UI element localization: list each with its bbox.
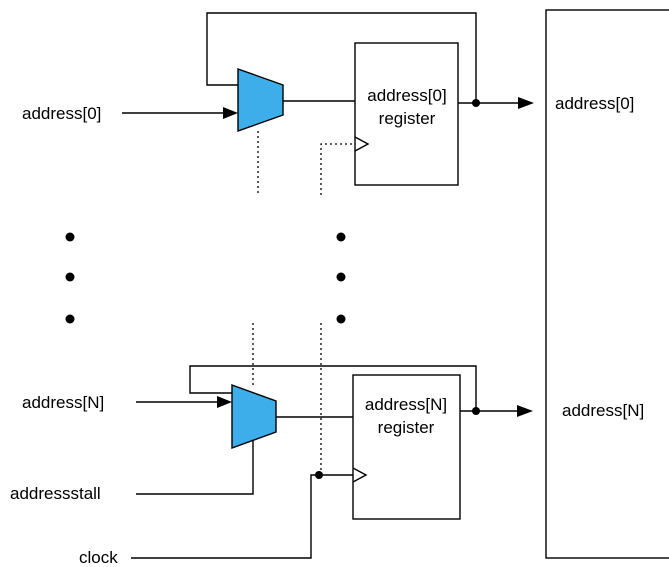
register-0-label-1: address[0] xyxy=(367,86,446,105)
clock-dotted-0 xyxy=(320,143,355,195)
input-label-clock: clock xyxy=(79,548,118,567)
ellipsis-left xyxy=(65,232,75,324)
mux-0 xyxy=(237,68,284,132)
clock-junction-dot xyxy=(315,471,323,479)
feedback-wire-n xyxy=(189,365,477,411)
register-box-0 xyxy=(354,42,459,186)
junction-dot-0 xyxy=(472,99,480,107)
output-arrow-0 xyxy=(518,97,534,109)
clock-wire xyxy=(131,474,353,559)
addressstall-wire xyxy=(136,441,254,495)
input-label-address-n: address[N] xyxy=(22,393,104,412)
register-n-label-2: register xyxy=(378,418,435,437)
input-label-address-0: address[0] xyxy=(22,104,101,123)
clock-triangle-0 xyxy=(354,136,370,152)
mux-n xyxy=(231,384,277,449)
ellipsis-middle xyxy=(336,232,346,324)
output-label-address-n: address[N] xyxy=(562,401,644,420)
output-arrow-n xyxy=(517,405,533,417)
input-arrow-address-0 xyxy=(223,107,238,119)
output-label-address-0: address[0] xyxy=(555,94,634,113)
feedback-wire-0 xyxy=(206,12,477,103)
junction-dot-n xyxy=(472,407,480,415)
clock-triangle-n xyxy=(352,467,368,483)
register-n-label-1: address[N] xyxy=(365,395,447,414)
register-box-n xyxy=(352,374,461,520)
input-arrow-address-n xyxy=(217,396,232,408)
register-0-label-2: register xyxy=(379,109,436,128)
output-block xyxy=(545,9,669,559)
input-label-addressstall: addressstall xyxy=(10,484,101,503)
